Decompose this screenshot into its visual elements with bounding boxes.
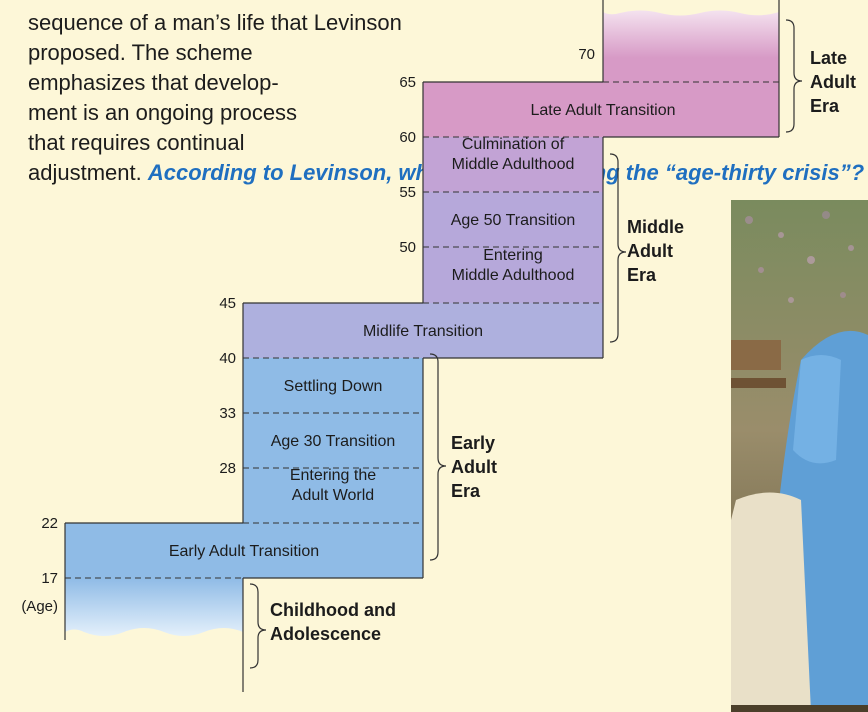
intro-line-2: proposed. The scheme — [28, 40, 253, 65]
stage-label-line: Age 50 Transition — [451, 212, 576, 229]
intro-line-6: adjustment. — [28, 160, 142, 185]
era-label-childhood: Childhood and Adolescence — [270, 600, 396, 644]
age-tick-45: 45 — [219, 295, 236, 312]
brace-late-adult — [785, 19, 803, 133]
photo-illustration — [731, 200, 868, 712]
brace-early-adult — [429, 353, 447, 561]
age-unit-label: (Age) — [21, 598, 58, 615]
staircase-outline — [64, 0, 780, 692]
intro-line-1: sequence of a man’s life that Levinson — [28, 10, 402, 35]
age-dividers — [65, 81, 779, 579]
stage-label-line: Late Adult Transition — [531, 102, 676, 119]
step-block-60-65 — [423, 82, 603, 137]
stage-label-culmination-middle-adulthood: Culmination of Middle Adulthood — [452, 136, 575, 173]
age-tick-17: 17 — [41, 570, 58, 587]
step-block-late-transition — [603, 58, 779, 137]
stage-label-midlife-transition: Midlife Transition — [363, 323, 483, 340]
photo-man-on-bench — [731, 200, 868, 712]
stage-label-age-30-transition: Age 30 Transition — [271, 433, 396, 450]
stage-label-late-adult-transition: Late Adult Transition — [531, 102, 676, 119]
brace-childhood — [249, 583, 267, 669]
step-block-55-60 — [423, 137, 603, 192]
age-tick-40: 40 — [219, 350, 236, 367]
age-tick-33: 33 — [219, 405, 236, 422]
era-label-middle-adult: Middle Adult Era — [627, 217, 684, 285]
stage-label-line: Midlife Transition — [363, 323, 483, 340]
era-braces — [249, 19, 803, 669]
stage-label-early-adult-transition: Early Adult Transition — [169, 543, 319, 560]
step-block-17-22 — [65, 523, 423, 578]
childhood-fade-block — [65, 578, 243, 636]
stage-label-line: Adult World — [292, 487, 374, 504]
age-tick-28: 28 — [219, 460, 236, 477]
flower-dots — [745, 211, 854, 303]
intro-line-4: ment is an ongoing process — [28, 100, 298, 125]
intro-line-5: that requires continual — [28, 130, 245, 155]
age-tick-65: 65 — [399, 74, 416, 91]
intro-paragraph: sequence of a man’s life that Levinson p… — [28, 8, 864, 188]
brace-middle-adult — [609, 153, 627, 343]
age-ticks: 17 22 28 33 40 45 50 55 60 65 70 (Age) — [21, 46, 595, 615]
step-block-22-40 — [243, 358, 423, 523]
stage-label-line: Entering — [483, 247, 543, 264]
age-tick-50: 50 — [399, 239, 416, 256]
stage-label-line: Middle Adulthood — [452, 156, 575, 173]
stage-label-settling-down: Settling Down — [284, 378, 383, 395]
stage-label-line: Culmination of — [462, 136, 565, 153]
late-fade-block — [603, 10, 779, 58]
era-label-early-adult: Early Adult Era — [451, 433, 497, 501]
stage-label-line: Entering the — [290, 467, 376, 484]
age-tick-55: 55 — [399, 184, 416, 201]
intro-line-3: emphasizes that develop- — [28, 70, 279, 95]
stage-label-line: Age 30 Transition — [271, 433, 396, 450]
stage-label-line: Settling Down — [284, 378, 383, 395]
age-tick-22: 22 — [41, 515, 58, 532]
stage-label-line: Middle Adulthood — [452, 267, 575, 284]
step-block-40-45 — [243, 303, 603, 358]
age-tick-60: 60 — [399, 129, 416, 146]
age-tick-70: 70 — [578, 46, 595, 63]
stage-label-line: Early Adult Transition — [169, 543, 319, 560]
stage-label-age-50-transition: Age 50 Transition — [451, 212, 576, 229]
era-label-late-adult: Late Adult Era — [810, 48, 856, 116]
